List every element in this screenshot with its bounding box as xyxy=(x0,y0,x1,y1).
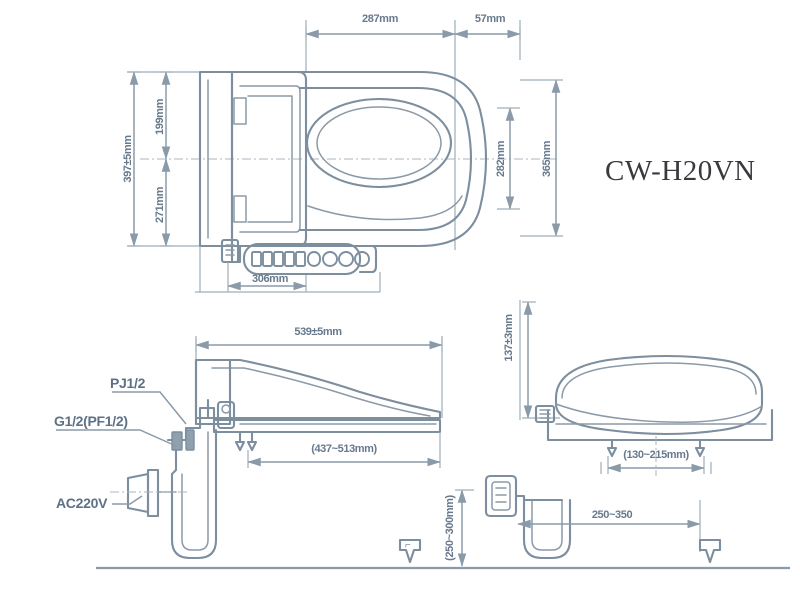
dim-137-group: 137±3mm xyxy=(503,300,560,420)
dim-label-287: 287mm xyxy=(362,13,399,25)
seat-outer-outline xyxy=(294,70,488,248)
floor-marker-left: ⌐ xyxy=(398,538,422,564)
front-valve-lines xyxy=(495,487,507,503)
dim-397-group: 397±5mm xyxy=(122,71,141,247)
dim-label-250-350: 250~350 xyxy=(592,509,633,521)
front-base-body xyxy=(546,408,774,442)
valve-body xyxy=(171,431,183,451)
dim-282-group: 282mm xyxy=(495,107,520,210)
hinge-left xyxy=(233,97,247,125)
side-elevation-view-group: 539±5mm (437~513mm) xyxy=(54,326,443,564)
seat-mount-bracket xyxy=(216,400,236,430)
floor-marker-right xyxy=(698,538,722,564)
seat-plate-side xyxy=(212,418,442,434)
front-side-connector xyxy=(534,404,556,424)
panel-connector-box xyxy=(220,238,240,264)
callout-g-group: G1/2(PF1/2) xyxy=(54,413,177,447)
floor-marker-left-glyph: ⌐ xyxy=(405,540,411,551)
dim-label-130-215: (130~215mm) xyxy=(623,449,689,461)
hinge-right xyxy=(233,195,247,223)
dim-label-365: 365mm xyxy=(541,140,553,177)
panel-connector-lines xyxy=(225,244,235,256)
panel-body xyxy=(242,242,362,276)
callout-label-ac: AC220V xyxy=(56,495,108,511)
panel-right-cap xyxy=(358,244,378,274)
control-panel xyxy=(220,238,378,276)
power-outlet xyxy=(110,468,190,518)
callout-pj-leader xyxy=(112,391,187,425)
dim-label-271: 271mm xyxy=(154,186,166,223)
seat-mount-bolt xyxy=(221,404,231,414)
dim-label-137: 137±3mm xyxy=(503,314,515,362)
bowl-opening-inner xyxy=(316,106,442,180)
panel-square-button-2[interactable] xyxy=(262,251,273,267)
dim-287-group: 287mm xyxy=(305,13,456,250)
callout-g-leader xyxy=(56,429,177,447)
front-valve-box-inner xyxy=(491,481,511,511)
panel-square-button-4[interactable] xyxy=(284,251,295,267)
panel-oval-button[interactable] xyxy=(307,251,321,267)
front-drain-tube xyxy=(514,494,572,560)
front-bolt-right xyxy=(694,438,706,458)
dim-306-group: 306mm xyxy=(227,262,307,292)
outlet-plate xyxy=(146,468,160,518)
lid-side-inner xyxy=(211,367,431,417)
seat-front-curve xyxy=(307,195,463,221)
dim-label-199: 199mm xyxy=(154,98,166,135)
bolt-right xyxy=(246,430,258,452)
drain-trap-tube-inner xyxy=(181,431,209,551)
washlet-body-inner2 xyxy=(247,95,293,223)
plan-view-group: 287mm 57mm 397±5mm 199mm xyxy=(122,13,563,293)
dim-label-57: 57mm xyxy=(475,13,506,25)
drain-trap-tube xyxy=(170,428,218,560)
dim-label-306: 306mm xyxy=(252,273,289,285)
panel-square-button-3[interactable] xyxy=(273,251,284,267)
panel-square-button-5[interactable] xyxy=(295,251,306,267)
dim-271-group: 271mm xyxy=(154,158,173,247)
dim-365-group: 365mm xyxy=(520,79,563,237)
bowl-opening xyxy=(305,97,453,189)
washlet-body-inner xyxy=(239,85,301,233)
dim-57-group: 57mm xyxy=(454,13,521,60)
callout-ac-leader xyxy=(112,495,143,505)
dim-130-215-group: (130~215mm) xyxy=(600,436,712,476)
dim-label-397: 397±5mm xyxy=(122,135,134,183)
dim-label-250-300: (250~300mm) xyxy=(444,494,456,560)
dim-250-350-group: 250~350 xyxy=(517,500,701,552)
panel-square-button-1[interactable] xyxy=(251,251,262,267)
panel-round-button-3[interactable] xyxy=(354,251,370,267)
callout-pj-group: PJ1/2 xyxy=(110,375,187,425)
panel-round-button-2[interactable] xyxy=(338,251,354,267)
lid-front-profile xyxy=(554,354,764,436)
dim-199-group: 199mm xyxy=(154,71,173,160)
callout-ac-group: AC220V xyxy=(56,495,143,511)
callout-label-g: G1/2(PF1/2) xyxy=(54,413,128,429)
callout-label-pj: PJ1/2 xyxy=(110,375,146,391)
dim-label-437-513: (437~513mm) xyxy=(311,443,377,455)
seat-inner-outline xyxy=(298,86,473,232)
outlet-wall-bracket xyxy=(126,472,150,514)
lid-front-lower-curve xyxy=(555,403,763,423)
dim-label-282: 282mm xyxy=(495,140,507,177)
panel-round-button-1[interactable] xyxy=(322,251,338,267)
dim-250-300-group: (250~300mm) xyxy=(444,489,474,567)
front-bolt-left xyxy=(606,438,618,458)
lid-side-profile xyxy=(194,358,442,420)
valve-nut xyxy=(185,429,195,451)
front-elevation-view-group: 137±3mm (130~215mm) xyxy=(444,300,774,567)
model-name-label: CW-H20VN xyxy=(605,155,756,187)
front-side-connector-lines xyxy=(539,409,551,419)
dim-label-539: 539±5mm xyxy=(294,326,342,338)
dim-437-513-group: (437~513mm) xyxy=(247,432,441,468)
front-drain-tube-inner xyxy=(531,499,563,551)
bolt-left xyxy=(234,430,246,452)
lid-front-inner xyxy=(561,362,757,399)
